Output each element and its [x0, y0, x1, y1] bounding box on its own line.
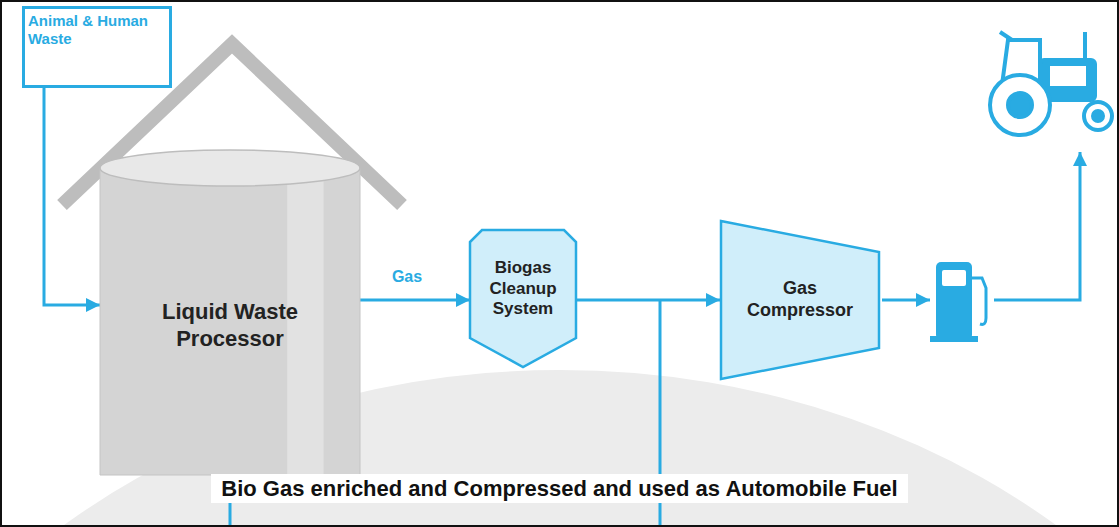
- input-box: Animal & Human Waste: [22, 6, 172, 88]
- flow-connector: [44, 88, 100, 305]
- caption: Bio Gas enriched and Compressed and used…: [211, 474, 907, 503]
- flow-arrow: [994, 152, 1080, 300]
- flow-label: Gas: [389, 268, 425, 286]
- flow-connector: [360, 299, 470, 302]
- badge-outline: [470, 228, 576, 368]
- node-label: Gas Compressor: [730, 278, 870, 321]
- node-label: Liquid Waste Processor: [114, 299, 346, 352]
- flow-arrow: [882, 299, 930, 302]
- fuel-pump-icon: [930, 262, 986, 342]
- tractor-icon: [990, 32, 1112, 135]
- node-label: Animal & Human Waste: [28, 12, 166, 48]
- flow-connector: [576, 299, 720, 302]
- compressor-unit: Gas Compressor: [720, 220, 880, 380]
- node-label: Biogas Cleanup System: [478, 258, 568, 319]
- cleanup-unit: Biogas Cleanup System: [470, 228, 576, 368]
- digester-tank: Liquid Waste Processor: [100, 150, 360, 475]
